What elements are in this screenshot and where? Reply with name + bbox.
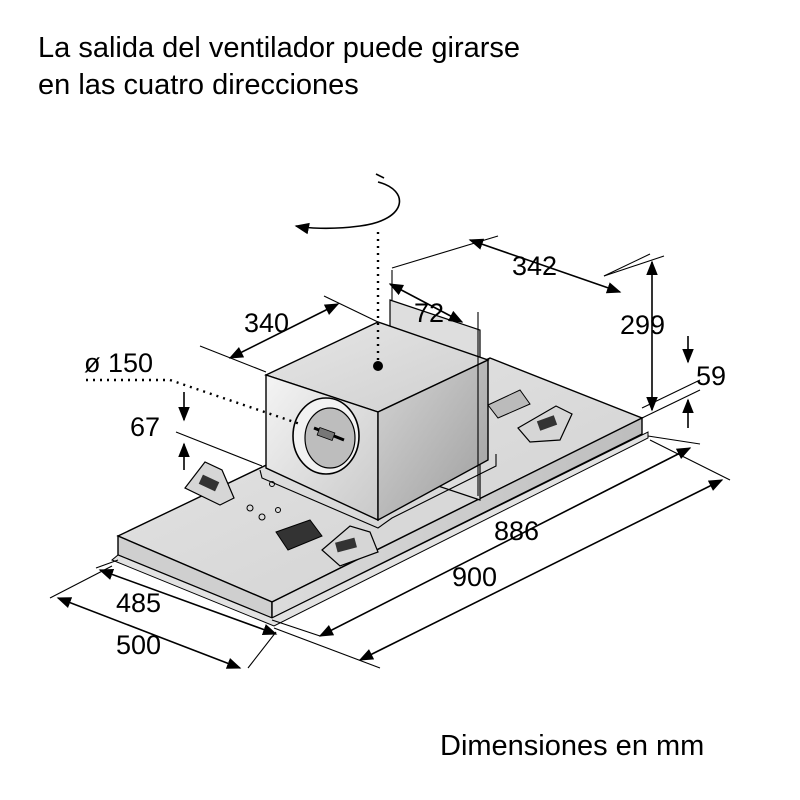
dimension-67: [175, 392, 263, 470]
label-500: 500: [116, 630, 161, 660]
rotation-arrow-icon: [294, 173, 401, 235]
fan-outlet-ring: [292, 397, 360, 475]
label-485: 485: [116, 588, 161, 618]
label-342: 342: [512, 251, 557, 281]
dimension-340: [199, 295, 379, 373]
diameter-leader: [86, 378, 301, 426]
hood-details: [246, 389, 531, 551]
dimension-59: [641, 336, 701, 428]
dimension-900: [273, 439, 731, 669]
label-340: 340: [244, 308, 289, 338]
title-line-1: La salida del ventilador puede girarse: [38, 32, 521, 64]
label-299: 299: [620, 310, 665, 340]
label-900: 900: [452, 562, 497, 592]
rotation-center: [373, 361, 383, 371]
label-886: 886: [494, 516, 539, 546]
dimension-500: [49, 565, 277, 669]
label-diameter-150: ø 150: [84, 348, 153, 378]
units-note: Dimensiones en mm: [440, 730, 705, 762]
label-67: 67: [130, 412, 160, 442]
diagram-title: La salida del ventilador puede girarse e…: [38, 30, 520, 104]
mounting-bracket-right: [517, 405, 573, 443]
dimension-299: [603, 255, 665, 412]
mounting-bracket-left: [184, 461, 235, 506]
title-line-2: en las cuatro direcciones: [38, 69, 359, 101]
dimension-342: [391, 235, 651, 294]
label-72: 72: [414, 298, 444, 328]
label-59: 59: [696, 361, 726, 391]
